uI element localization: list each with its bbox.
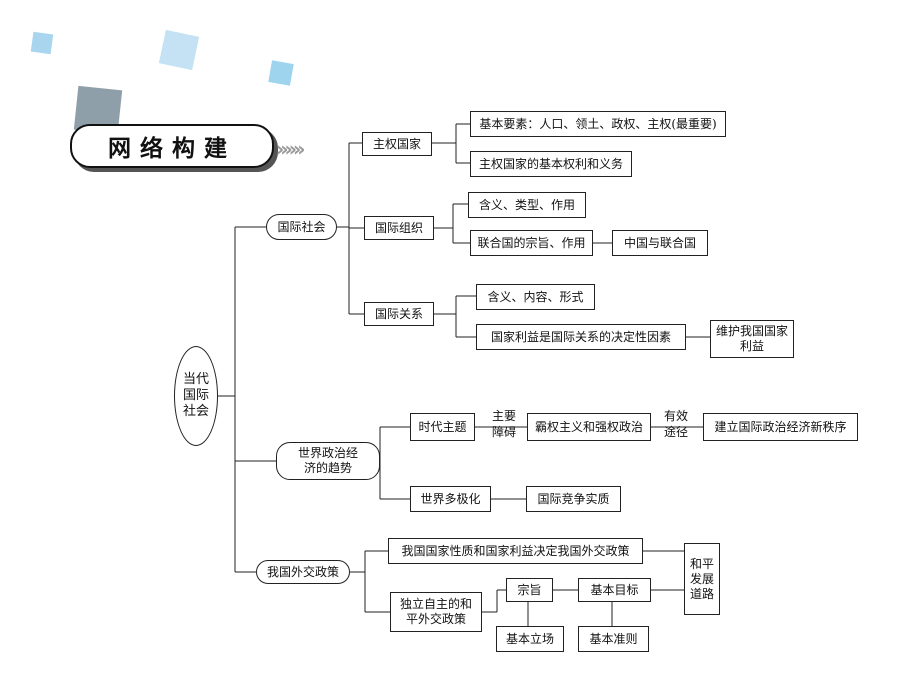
node-decided-by: 我国国家性质和国家利益决定我国外交政策 [388, 538, 643, 564]
chevron-arrows-icon: ›››››› [276, 137, 306, 161]
node-new-order: 建立国际政治经济新秩序 [703, 413, 858, 441]
node-un-purpose: 联合国的宗旨、作用 [470, 230, 593, 256]
node-rel-meaning: 含义、内容、形式 [476, 284, 595, 310]
branch-foreign-policy: 我国外交政策 [256, 560, 350, 584]
page-title: 网络构建 [70, 124, 274, 168]
node-hegemony: 霸权主义和强权政治 [527, 413, 651, 441]
label-effective-way: 有效 途径 [663, 409, 688, 440]
node-org-meaning: 含义、类型、作用 [468, 192, 586, 218]
node-sovereign-rights: 主权国家的基本权利和义务 [470, 151, 632, 177]
node-basic-goal: 基本目标 [578, 578, 651, 602]
branch-intl-society: 国际社会 [266, 214, 337, 240]
node-sovereign-state: 主权国家 [362, 132, 432, 156]
node-national-interest: 国家利益是国际关系的决定性因素 [476, 324, 686, 350]
node-multipolar: 世界多极化 [410, 486, 491, 512]
branch-world-trend: 世界政治经 济的趋势 [276, 442, 380, 480]
node-intl-relations: 国际关系 [364, 302, 434, 326]
node-protect-interest: 维护我国国家 利益 [710, 320, 794, 358]
node-intl-org: 国际组织 [364, 216, 434, 240]
node-basic-stance: 基本立场 [496, 626, 564, 652]
node-basic-principle: 基本准则 [578, 626, 649, 652]
node-purpose: 宗旨 [506, 578, 553, 602]
node-china-un: 中国与联合国 [612, 230, 708, 256]
node-peaceful-path: 和平 发展 道路 [684, 543, 720, 615]
node-independent: 独立自主的和 平外交政策 [390, 592, 482, 632]
node-competition: 国际竞争实质 [526, 486, 621, 512]
node-era-theme: 时代主题 [410, 413, 475, 441]
node-sovereign-elements: 基本要素：人口、领土、政权、主权(最重要) [470, 111, 726, 137]
root-node: 当代 国际 社会 [174, 346, 218, 446]
label-main-obstacle: 主要 障碍 [491, 409, 516, 440]
